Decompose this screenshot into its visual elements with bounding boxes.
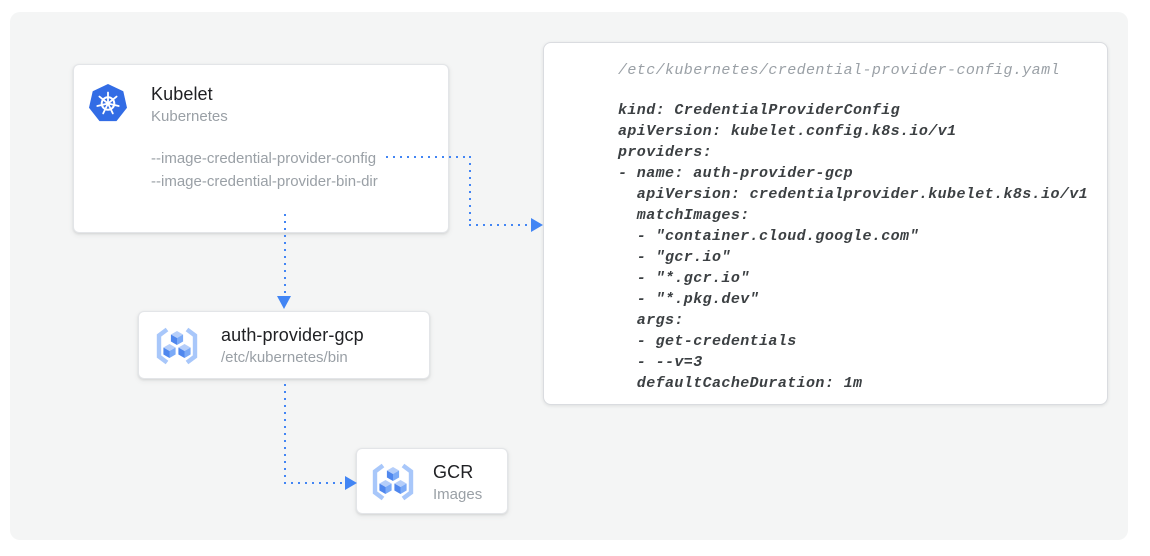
kubelet-flag-config: --image-credential-provider-config (151, 150, 377, 167)
kubelet-title: Kubelet (151, 84, 213, 104)
arrow-config-segment-v (469, 156, 471, 226)
auth-provider-title: auth-provider-gcp (221, 325, 364, 345)
credential-provider-config-panel: /etc/kubernetes/credential-provider-conf… (543, 42, 1108, 405)
gcr-subtitle: Images (433, 486, 483, 503)
kubernetes-helm-icon (89, 84, 127, 122)
kubelet-flag-bin-dir: --image-credential-provider-bin-dir (151, 173, 378, 190)
arrowhead-right-icon (345, 476, 357, 490)
arrow-config-segment-h2 (469, 224, 531, 226)
gcr-images-card: GCR Images (356, 448, 508, 514)
arrowhead-right-icon (531, 218, 543, 232)
arrowhead-down-icon (277, 296, 291, 309)
arrow-config-segment-h1 (386, 156, 470, 158)
kubelet-flags: --image-credential-provider-config --ima… (151, 147, 378, 193)
gcr-registry-icon (156, 327, 198, 365)
arrow-auth-to-gcr-segment-v (284, 384, 286, 482)
kubelet-subtitle: Kubernetes (151, 108, 228, 125)
auth-provider-subtitle: /etc/kubernetes/bin (221, 349, 348, 366)
config-filename: /etc/kubernetes/credential-provider-conf… (618, 62, 1060, 79)
kubelet-card: Kubelet Kubernetes --image-credential-pr… (73, 64, 449, 233)
config-yaml-code: kind: CredentialProviderConfig apiVersio… (618, 102, 1089, 392)
arrow-auth-to-gcr-segment-h (284, 482, 345, 484)
gcr-title: GCR (433, 462, 474, 482)
arrow-kubelet-to-auth-segment (284, 214, 286, 296)
auth-provider-gcp-card: auth-provider-gcp /etc/kubernetes/bin (138, 311, 430, 379)
gcr-registry-icon (372, 463, 414, 501)
